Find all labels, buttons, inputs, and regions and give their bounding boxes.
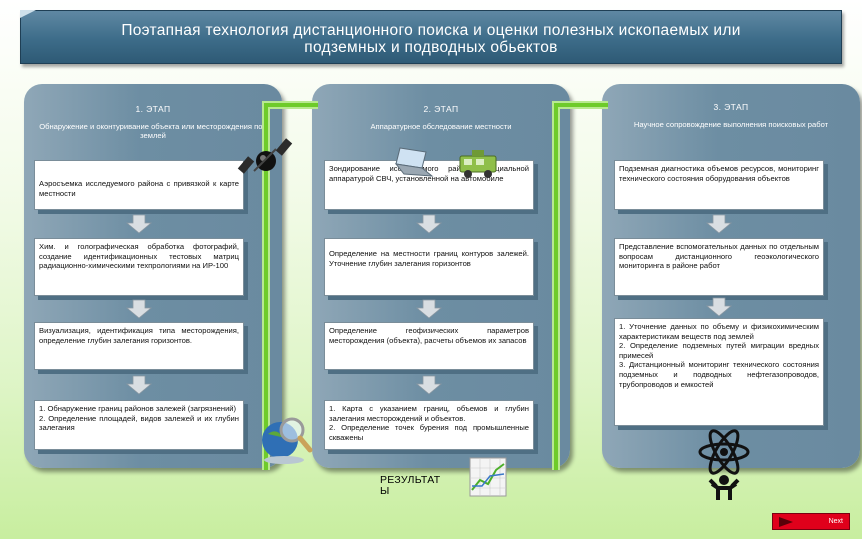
stage-2-step-2: Определение на местности границ контуров… <box>324 238 534 296</box>
down-arrow-icon <box>125 214 153 234</box>
stage-3-step-2: Представление вспомогательных данных по … <box>614 238 824 296</box>
down-arrow-icon <box>415 375 443 395</box>
down-arrow-icon <box>415 299 443 319</box>
next-arrow-icon <box>779 517 793 527</box>
stage-1-step-3: Визуализация, идентификация типа месторо… <box>34 322 244 370</box>
chart-icon <box>469 457 507 497</box>
stage-2-step-4: 1. Карта с указанием границ, объемов и г… <box>324 400 534 450</box>
stage-2-title: 2. ЭТАП <box>423 104 459 114</box>
stage-3-subtitle: Научное сопровождение выполнения поисков… <box>633 120 829 129</box>
down-arrow-icon <box>415 214 443 234</box>
stage-3-step-3: 1. Уточнение данных по объему и физикохи… <box>614 318 824 426</box>
result-label: РЕЗУЛЬТАТ Ы <box>380 474 441 497</box>
stage-3-title: 3. ЭТАП <box>713 102 749 112</box>
stage-2-step-3: Определение геофизических параметров мес… <box>324 322 534 370</box>
laptop-icon <box>394 147 434 177</box>
title-line-2: подземных и подводных обьектов <box>304 39 558 56</box>
globe-magnifier-icon <box>262 417 313 464</box>
down-arrow-icon <box>125 375 153 395</box>
stage-1-title: 1. ЭТАП <box>135 104 171 114</box>
header-corner-fold <box>20 10 36 18</box>
title-line-1: Поэтапная технология дистанционного поис… <box>121 22 741 39</box>
header-banner: Поэтапная технология дистанционного поис… <box>20 10 842 64</box>
down-arrow-icon <box>125 299 153 319</box>
down-arrow-icon <box>705 214 733 234</box>
stage-1-step-1: Аэросъемка исследуемого района с привязк… <box>34 160 244 210</box>
down-arrow-icon <box>705 297 733 317</box>
stage-3-step-1: Подземная диагностика объемов ресурсов, … <box>614 160 824 210</box>
stage-2-step-1: Зондирование исследуемого района специал… <box>324 160 534 210</box>
stage-2-subtitle: Аппаратурное обследование местности <box>370 122 512 131</box>
atom-person-icon <box>698 429 750 500</box>
stage-1-subtitle: Обнаружение и оконтуривание объекта или … <box>39 122 267 140</box>
next-button[interactable]: Next <box>772 513 850 530</box>
next-button-label: Next <box>828 518 843 525</box>
satellite-icon <box>237 138 293 174</box>
stage-1-step-4: 1. Обнаружение границ районов залежей (з… <box>34 400 244 450</box>
vehicle-icon <box>459 150 497 178</box>
stage-1-step-2: Хим. и голографическая обработка фотогра… <box>34 238 244 296</box>
